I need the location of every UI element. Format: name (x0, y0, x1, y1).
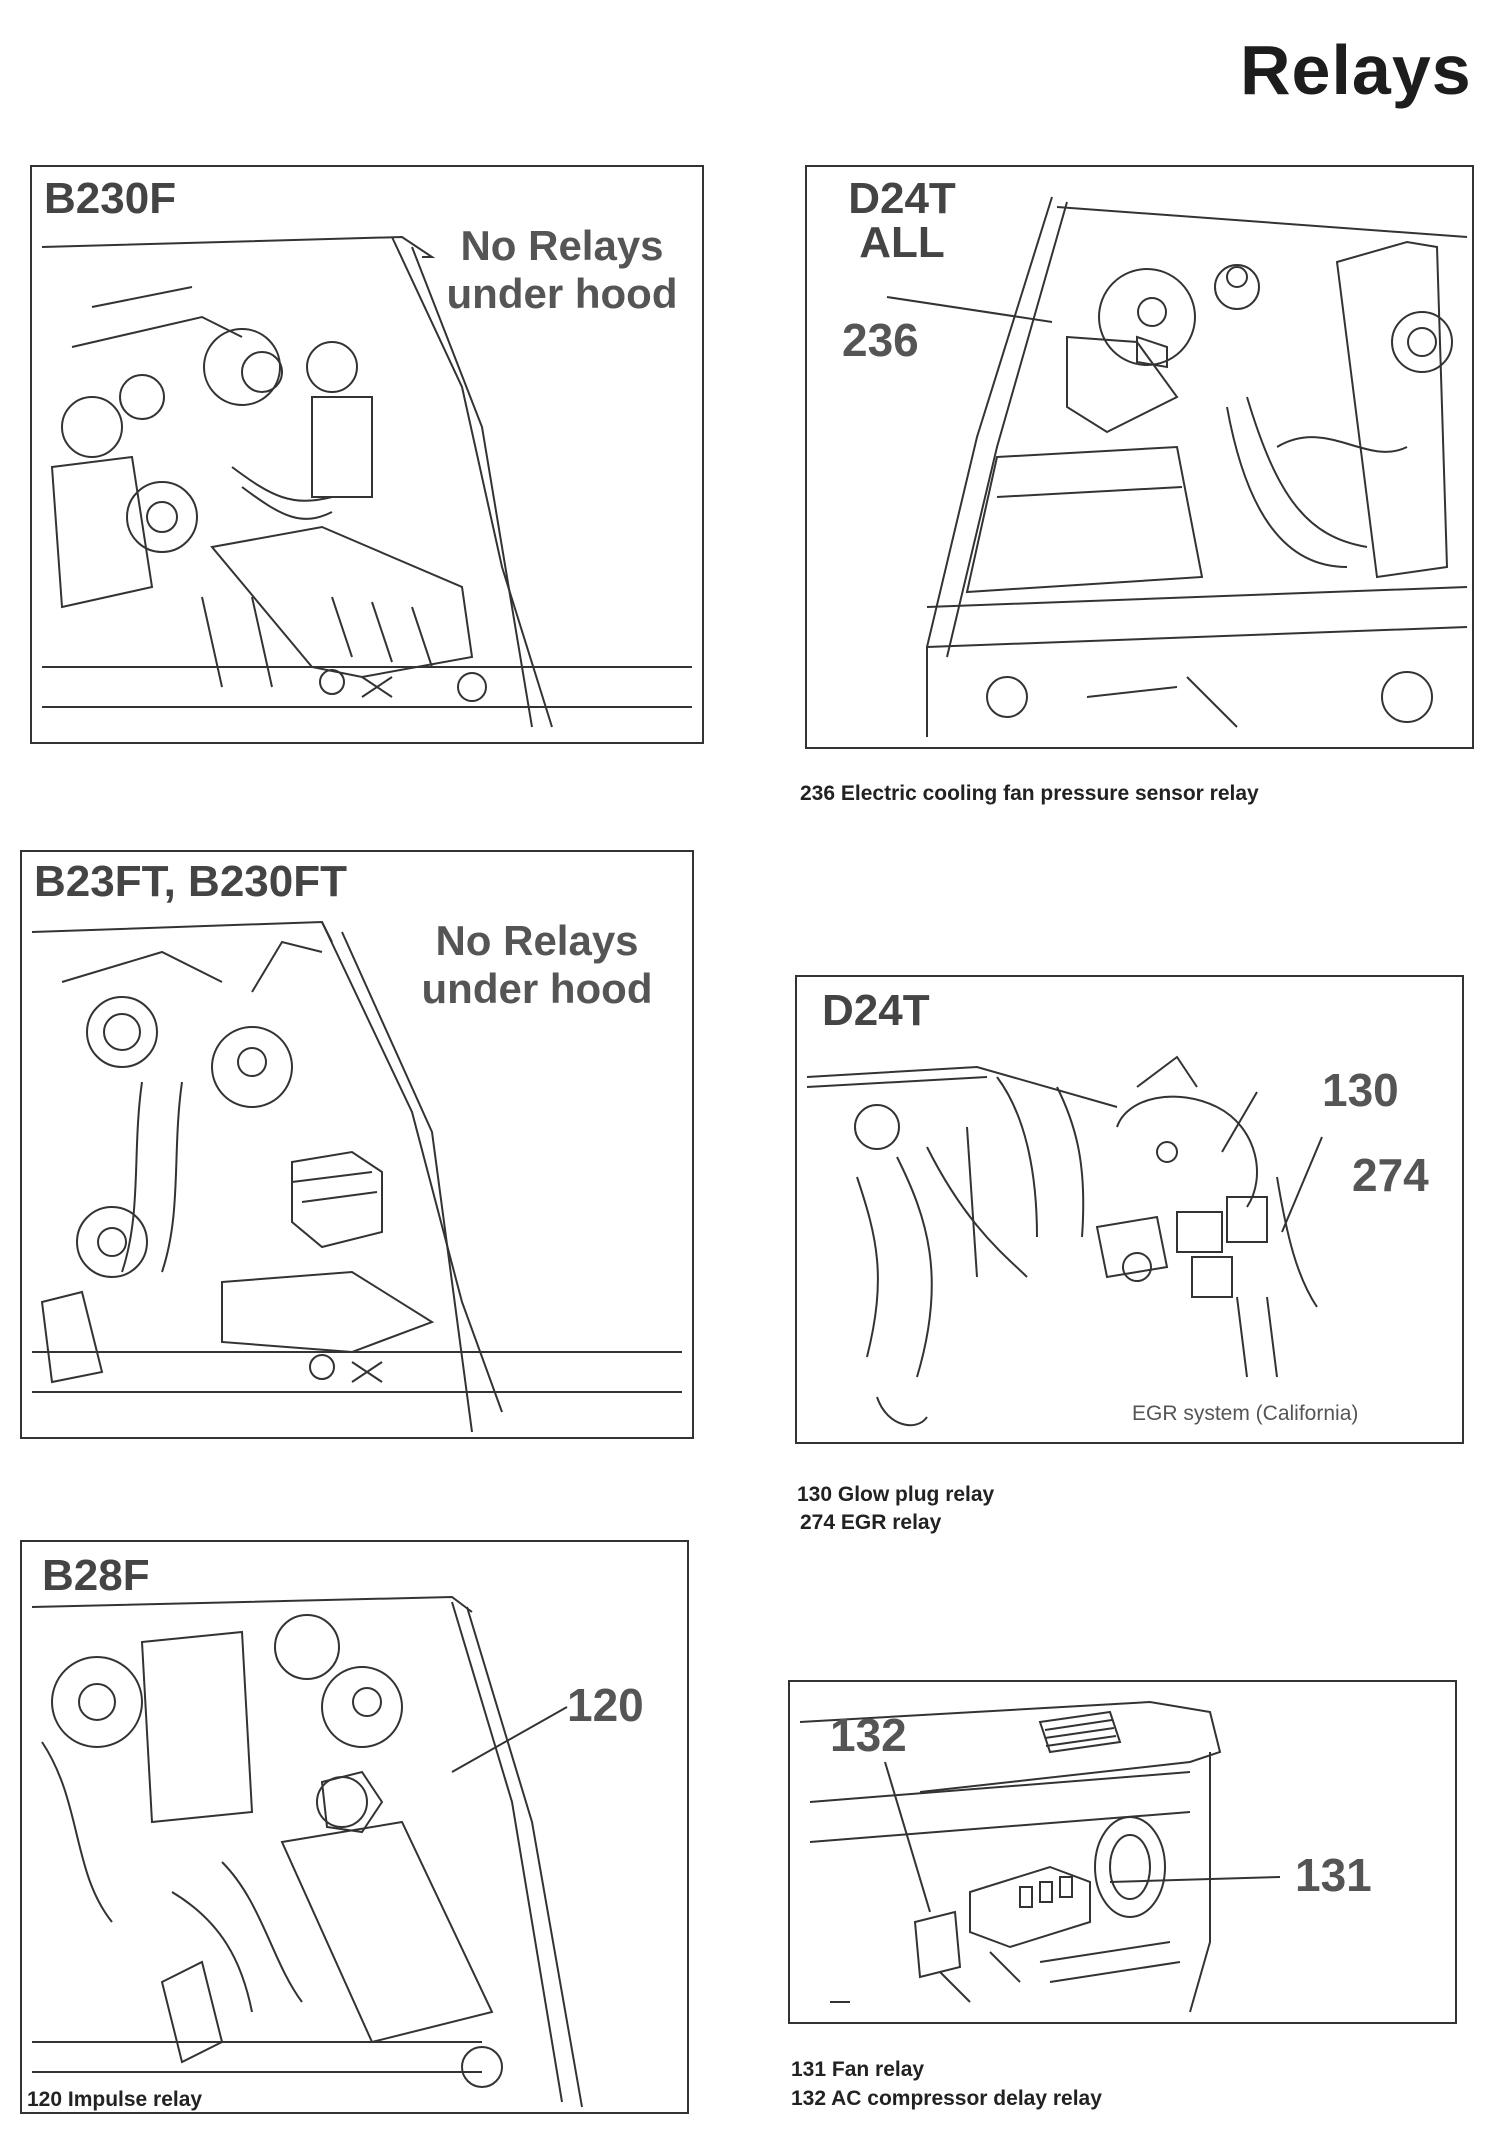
label-line: ALL (859, 218, 945, 267)
note-line: under hood (421, 965, 653, 1013)
engine-bay-illustration (886, 196, 1468, 737)
caption-130: 130 Glow plug relay (797, 1483, 995, 1506)
engine-bay-illustration (41, 235, 692, 728)
caption-274: 274 EGR relay (800, 1511, 942, 1534)
leader-131 (1109, 1876, 1281, 1883)
engine-bay-illustration (31, 1595, 583, 2108)
dashboard-illustration (799, 1700, 1281, 2013)
panel-b23ft: B23FT, B230FT No Relays under hood (20, 850, 694, 1439)
egr-illustration (806, 1055, 1323, 1427)
engine-bay-illustration (31, 920, 682, 1433)
no-relays-note: No Relays under hood (412, 917, 662, 1014)
callout-131: 131 (1295, 1849, 1372, 1901)
leader-130 (1221, 1091, 1258, 1153)
caption-132: 132 AC compressor delay relay (791, 2087, 1102, 2110)
callout-236: 236 (842, 314, 919, 366)
leader-120 (451, 1706, 568, 1773)
no-relays-note: No Relays under hood (442, 222, 682, 319)
egr-subcaption: EGR system (California) (1132, 1402, 1359, 1425)
note-line: under hood (446, 270, 678, 318)
caption-120: 120 Impulse relay (27, 2088, 203, 2111)
leader-274 (1281, 1136, 1323, 1233)
panel-b230f: B230F No Relays under hood (30, 165, 704, 744)
panel-label: D24T (822, 986, 930, 1035)
panel-d24t: D24T 130 274 EGR system (California) (795, 975, 1464, 1444)
panel-d24t-all: D24T ALL 236 (805, 165, 1474, 749)
note-line: No Relays (460, 222, 664, 269)
panel-label: B230F (44, 174, 177, 223)
label-line: D24T (848, 174, 956, 223)
panel-b28f: B28F 120 (20, 1540, 689, 2114)
panel-label: B28F (42, 1551, 150, 1600)
caption-236: 236 Electric cooling fan pressure sensor… (800, 782, 1259, 805)
panel-dashboard: 132 131 (788, 1680, 1457, 2024)
page-title: Relays (1240, 31, 1472, 109)
panel-label: B23FT, B230FT (34, 857, 347, 906)
callout-132: 132 (830, 1709, 907, 1761)
callout-274: 274 (1352, 1149, 1429, 1201)
leader-132 (884, 1761, 931, 1913)
panel-label: D24T ALL (837, 177, 967, 265)
callout-120: 120 (567, 1679, 644, 1731)
note-line: No Relays (435, 917, 639, 964)
caption-131: 131 Fan relay (791, 2058, 925, 2081)
callout-130: 130 (1322, 1064, 1399, 1116)
